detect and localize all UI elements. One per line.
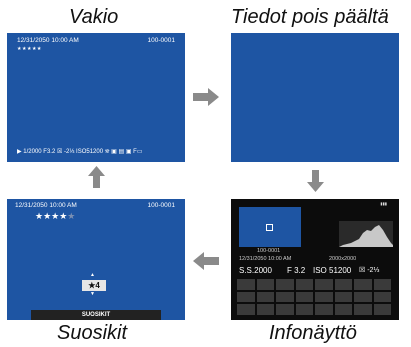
grid-cell (354, 291, 372, 303)
exposure-info-bar: ▶ 1/2000 F3.2 ☒ -2⅓ ISO51200 ⛯ ▣ ▤ ▣ F▭ (17, 149, 143, 155)
grid-cell (334, 291, 352, 303)
grid-cell (256, 304, 274, 315)
grid-cell (315, 291, 333, 303)
info-off-screen (231, 33, 399, 162)
standard-display-screen: 12/31/2050 10:00 AM 100-0001 ★★★★★ ▶ 1/2… (7, 33, 185, 162)
datetime-label: 12/31/2050 10:00 AM (17, 37, 79, 44)
arrow-right-icon (193, 88, 219, 106)
arrow-left-icon (193, 252, 219, 270)
grid-cell (295, 279, 313, 290)
grid-cell (237, 291, 255, 303)
filled-stars: ★★★★ (35, 211, 68, 221)
shutter-speed: S.S.2000 (239, 266, 272, 275)
settings-grid (237, 279, 391, 315)
favorites-screen: 12/31/2050 10:00 AM 100-0001 ★★★★★ ▲ ★4 … (7, 199, 185, 320)
grid-cell (315, 279, 333, 290)
grid-cell (295, 291, 313, 303)
datetime-label: 12/31/2050 10:00 AM (15, 202, 77, 209)
rating-selector[interactable]: ★4 (82, 280, 106, 291)
thumbnail-preview (239, 207, 301, 247)
grid-cell (315, 304, 333, 315)
rating-stars: ★★★★★ (17, 46, 42, 52)
grid-cell (237, 304, 255, 315)
grid-cell (256, 279, 274, 290)
rating-up-arrow[interactable]: ▲ (90, 272, 95, 278)
arrow-down-icon (307, 170, 324, 192)
grid-cell (276, 291, 294, 303)
grid-cell (354, 279, 372, 290)
grid-cell (256, 291, 274, 303)
grid-cell (334, 279, 352, 290)
empty-star: ★ (67, 211, 76, 221)
info-display-screen: ▮▮▮ 100-0001 12/31/2050 10:00 AM 2000x20… (231, 199, 399, 320)
grid-cell (276, 304, 294, 315)
grid-cell (373, 304, 391, 315)
caption-standard: Vakio (69, 6, 119, 28)
grid-cell (295, 304, 313, 315)
iso: ISO 51200 (313, 266, 352, 275)
favorites-label-bar: SUOSIKIT (31, 310, 161, 320)
grid-cell (276, 279, 294, 290)
rating-stars: ★★★★★ (35, 211, 75, 221)
histogram (339, 221, 393, 247)
caption-info-off: Tiedot pois päältä (231, 6, 389, 28)
frame-number: 100-0001 (147, 37, 175, 44)
grid-cell (354, 304, 372, 315)
battery-indicator: ▮▮▮ (380, 201, 387, 206)
arrow-up-icon (88, 166, 105, 188)
grid-cell (373, 291, 391, 303)
caption-info-display: Infonäyttö (269, 322, 357, 344)
favorites-label: SUOSIKIT (81, 312, 111, 318)
frame-number: 100-0001 (147, 202, 175, 209)
datetime-label: 12/31/2050 10:00 AM (239, 256, 292, 262)
grid-cell (334, 304, 352, 315)
frame-number: 100-0001 (257, 248, 281, 254)
focus-frame (266, 224, 273, 231)
caption-favorites: Suosikit (57, 322, 128, 344)
exposure-compensation: ☒ -2⅓ (359, 267, 380, 274)
rating-down-arrow[interactable]: ▼ (90, 291, 95, 297)
image-size: 2000x2000 (329, 256, 357, 262)
aperture: F 3.2 (287, 266, 306, 275)
rating-value: ★4 (88, 281, 100, 290)
grid-cell (237, 279, 255, 290)
grid-cell (373, 279, 391, 290)
